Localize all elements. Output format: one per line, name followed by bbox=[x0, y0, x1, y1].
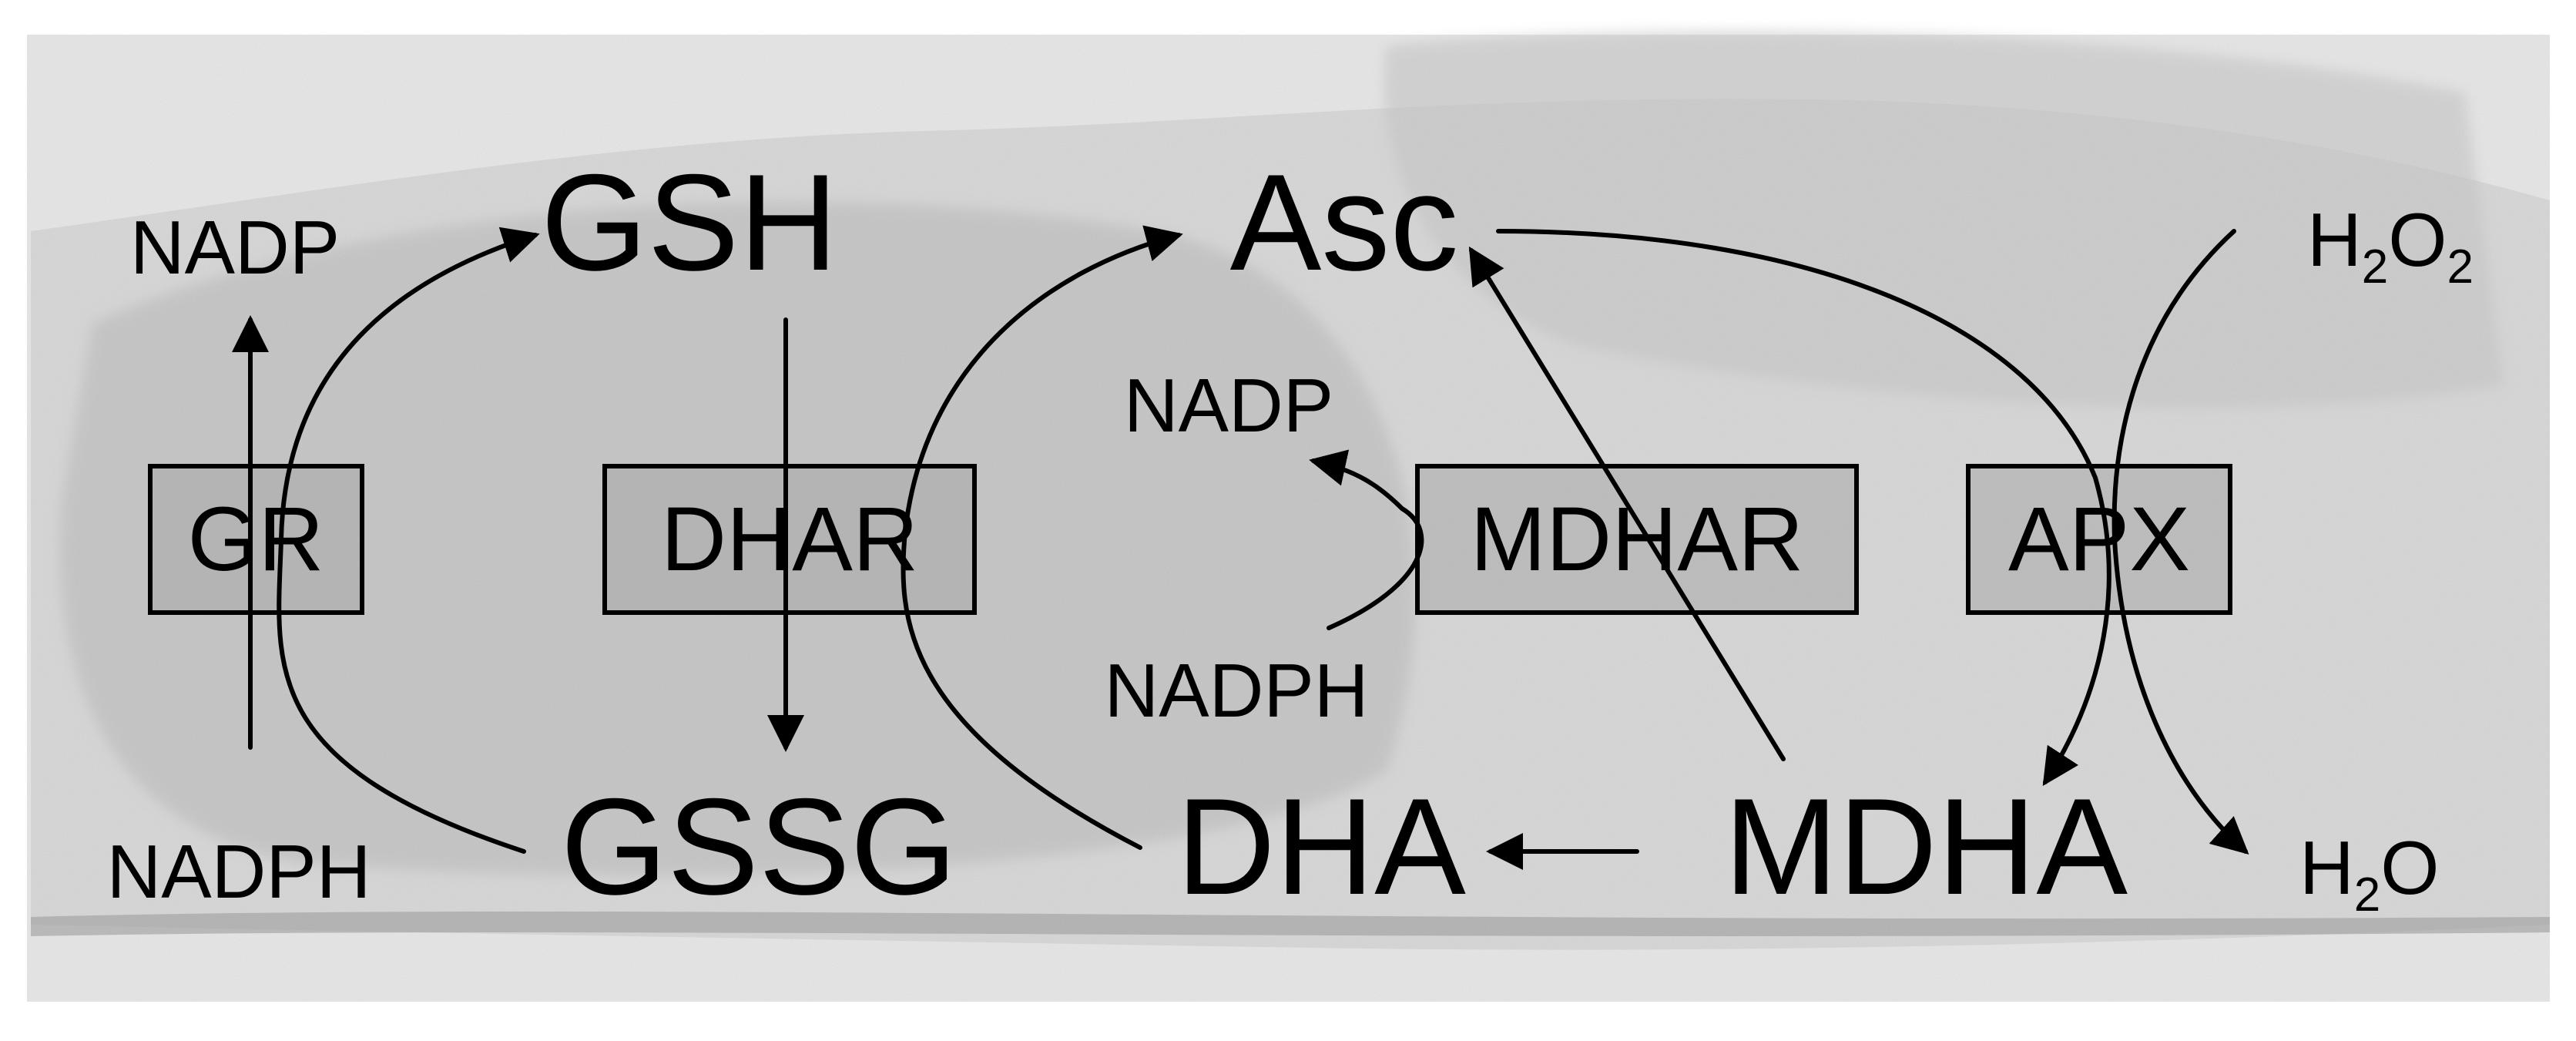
arrow-mdhar-nadph-to-nadp bbox=[1309, 449, 1424, 630]
cofactor-gr-nadph: NADPH bbox=[106, 829, 371, 914]
cofactors: NADP NADPH NADP NADPH H2O2 H2O bbox=[106, 197, 2474, 922]
h2o-h: H bbox=[2299, 825, 2354, 910]
h2o2-subscript-2: 2 bbox=[2447, 240, 2474, 294]
metabolite-gssg: GSSG bbox=[561, 770, 957, 923]
h2o-subscript: 2 bbox=[2354, 868, 2380, 922]
h2o-o: O bbox=[2380, 825, 2439, 910]
arrow-h2o2-to-h2o bbox=[2111, 229, 2249, 855]
cofactor-mdhar-nadp: NADP bbox=[1124, 363, 1333, 448]
arrow-mdha-to-asc bbox=[1468, 246, 1786, 761]
enzyme-label-apx: APX bbox=[2008, 489, 2190, 590]
h2o2-h: H bbox=[2307, 197, 2362, 282]
arrow-gssg-to-gsh bbox=[277, 227, 540, 854]
metabolite-gsh: GSH bbox=[541, 146, 838, 299]
cofactor-mdhar-nadph: NADPH bbox=[1104, 648, 1368, 733]
metabolite-mdha: MDHA bbox=[1724, 770, 2128, 923]
reaction-arrows bbox=[232, 225, 2249, 870]
enzyme-gr: GR bbox=[148, 464, 364, 615]
enzyme-box-gr bbox=[148, 464, 364, 615]
metabolites: GSH GSSG Asc DHA MDHA bbox=[541, 146, 2128, 923]
arrow-asc-to-mdha bbox=[1496, 229, 2111, 787]
enzyme-label-mdhar: MDHAR bbox=[1471, 489, 1804, 590]
h2o2-o: O bbox=[2388, 197, 2447, 282]
arrow-dha-to-asc bbox=[901, 225, 1183, 850]
enzyme-dhar: DHAR bbox=[602, 464, 977, 615]
enzyme-label-gr: GR bbox=[188, 489, 324, 590]
cofactor-h2o: H2O bbox=[2299, 825, 2440, 922]
enzyme-label-dhar: DHAR bbox=[661, 489, 918, 590]
metabolite-asc: Asc bbox=[1230, 146, 1459, 299]
cofactor-gr-nadp: NADP bbox=[130, 205, 340, 290]
metabolite-dha: DHA bbox=[1176, 770, 1466, 923]
cofactor-h2o2: H2O2 bbox=[2307, 197, 2474, 294]
h2o2-subscript-1: 2 bbox=[2362, 240, 2388, 294]
enzyme-mdhar: MDHAR bbox=[1415, 464, 1859, 615]
enzyme-box-mdhar bbox=[1415, 464, 1859, 615]
